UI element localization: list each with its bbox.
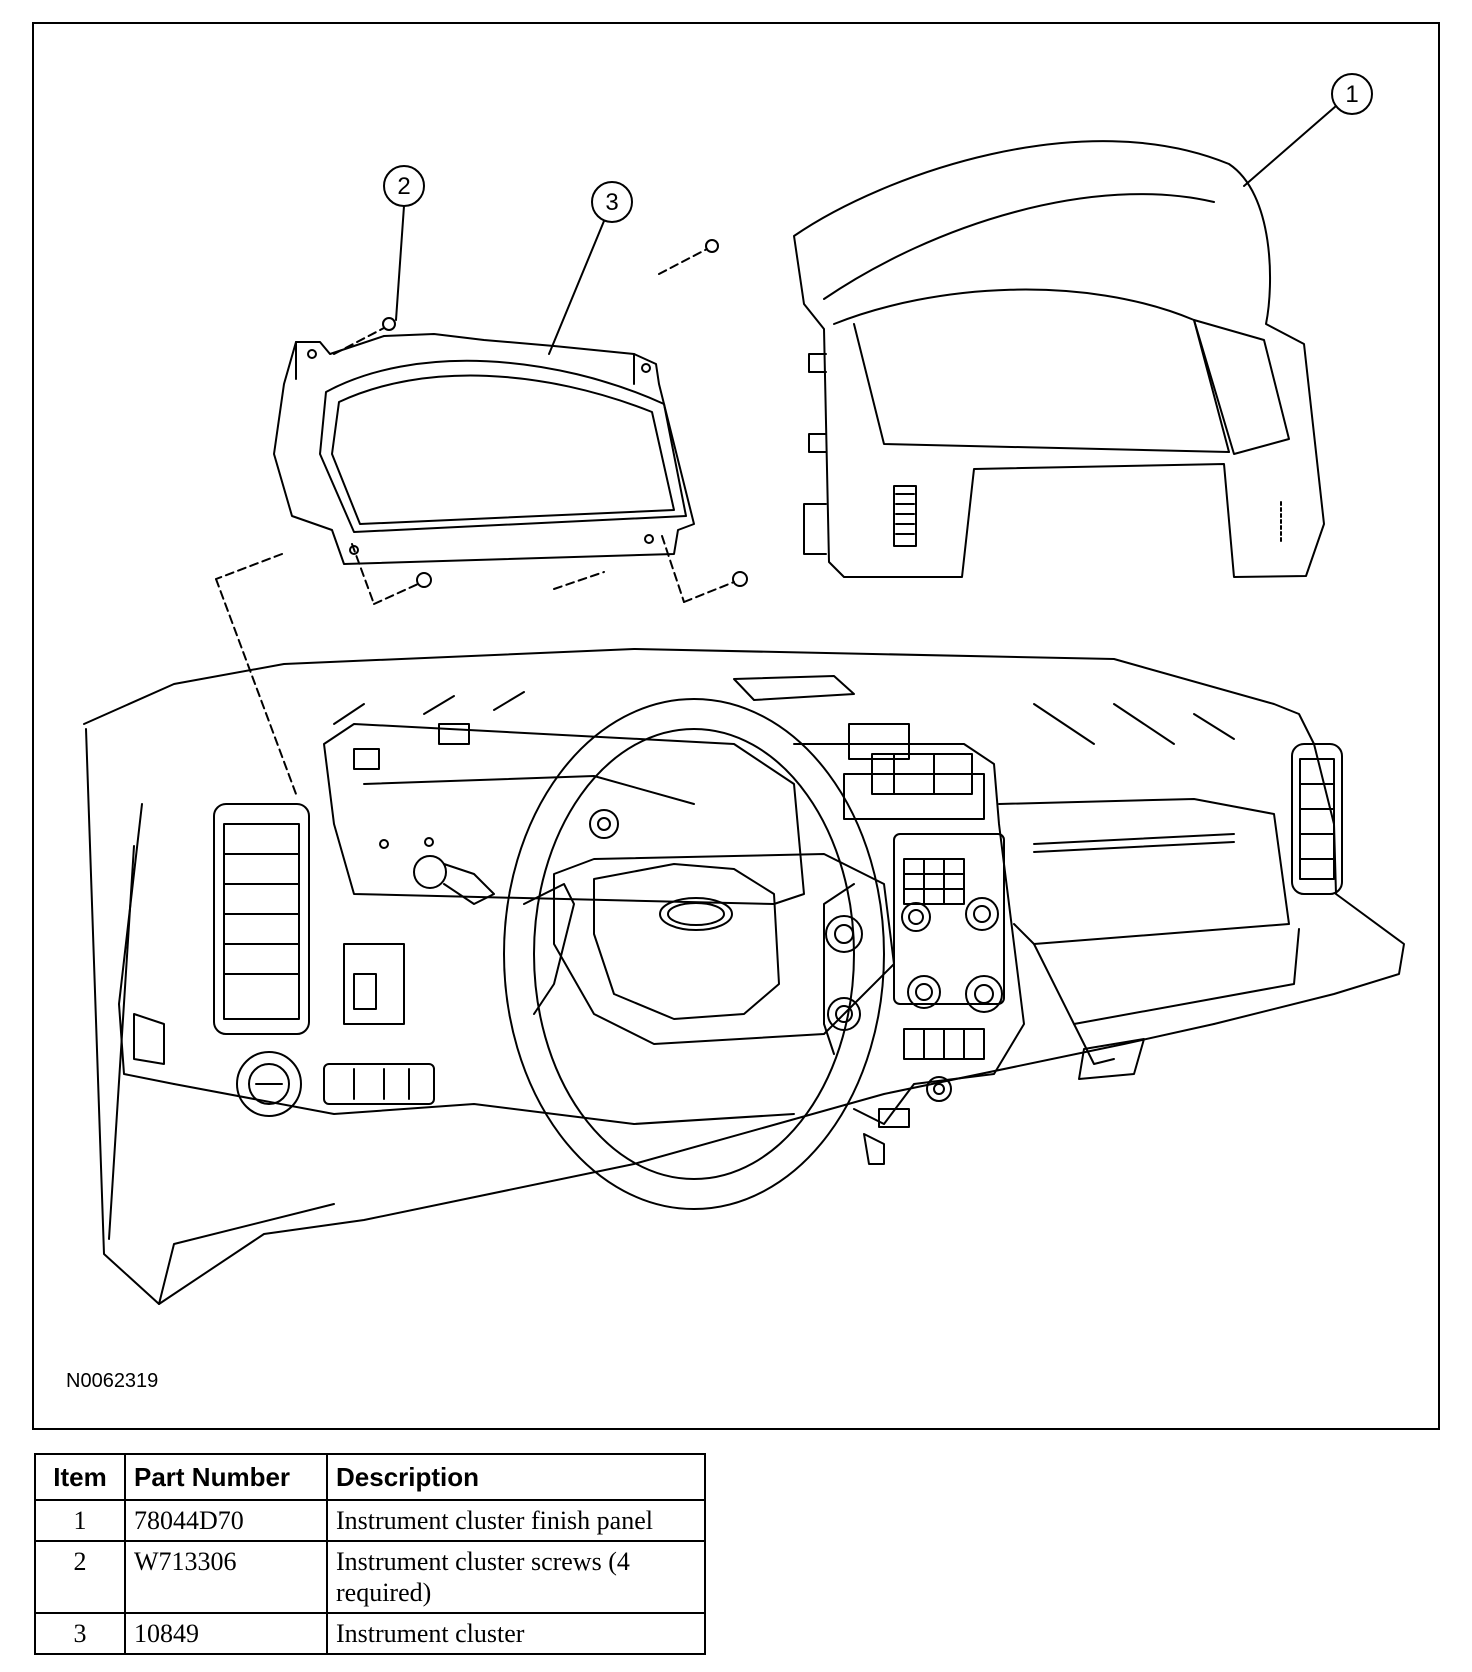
row-part-number: 10849 bbox=[124, 1612, 328, 1655]
instrument-cluster-screws bbox=[215, 239, 748, 795]
finish-panel bbox=[793, 140, 1325, 578]
row-description: Instrument cluster finish panel bbox=[326, 1499, 706, 1542]
header-part-number: Part Number bbox=[124, 1453, 328, 1501]
row-item: 1 bbox=[34, 1499, 126, 1542]
callout-1: 1 bbox=[1243, 73, 1373, 187]
row-description: Instrument cluster screws (4 required) bbox=[326, 1540, 706, 1614]
callout-1-label: 1 bbox=[1345, 81, 1358, 108]
callout-3: 3 bbox=[548, 181, 633, 355]
row-description: Instrument cluster bbox=[326, 1612, 706, 1655]
header-item: Item bbox=[34, 1453, 126, 1501]
table-row: 2 W713306 Instrument cluster screws (4 r… bbox=[34, 1540, 706, 1614]
row-part-number: 78044D70 bbox=[124, 1499, 328, 1542]
figure-frame: 1 2 3 bbox=[32, 22, 1440, 1430]
callout-2-label: 2 bbox=[397, 173, 410, 200]
header-description: Description bbox=[326, 1453, 706, 1501]
row-item: 2 bbox=[34, 1540, 126, 1614]
figure-id: N0062319 bbox=[66, 1370, 159, 1392]
callout-2: 2 bbox=[383, 165, 425, 321]
callout-3-label: 3 bbox=[605, 189, 618, 216]
row-part-number: W713306 bbox=[124, 1540, 328, 1614]
exploded-view-drawing: 1 2 3 bbox=[83, 73, 1405, 1305]
instrument-panel bbox=[83, 648, 1405, 1305]
table-row: 1 78044D70 Instrument cluster finish pan… bbox=[34, 1499, 706, 1542]
table-row: 3 10849 Instrument cluster bbox=[34, 1612, 706, 1655]
row-item: 3 bbox=[34, 1612, 126, 1655]
parts-table-header: Item Part Number Description bbox=[34, 1453, 706, 1501]
parts-table: Item Part Number Description 1 78044D70 … bbox=[34, 1453, 706, 1655]
instrument-cluster bbox=[273, 333, 695, 565]
